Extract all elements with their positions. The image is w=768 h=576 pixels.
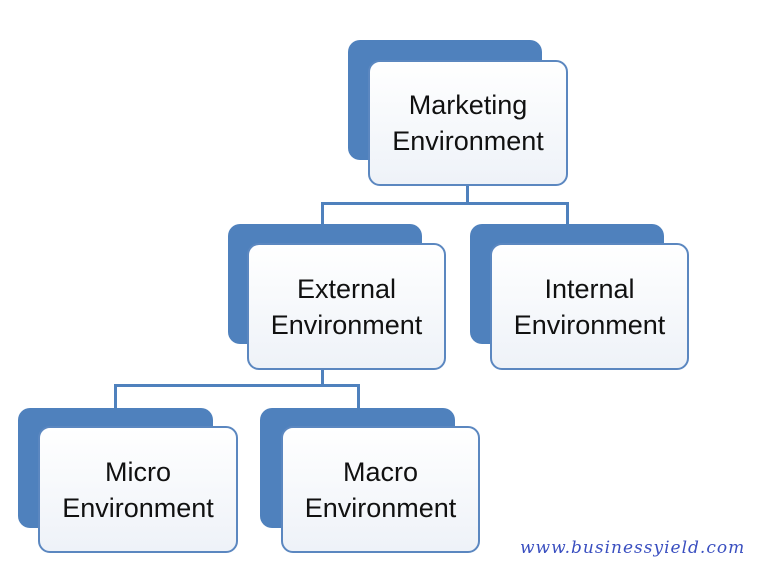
node-label: Marketing Environment xyxy=(392,90,544,156)
connector xyxy=(357,384,360,409)
connector xyxy=(566,202,569,244)
connector xyxy=(321,202,324,226)
node-micro-environment: Micro Environment xyxy=(38,426,238,553)
node-marketing-environment: Marketing Environment xyxy=(368,60,568,186)
node-label: Internal Environment xyxy=(513,273,666,340)
node-label: Macro Environment xyxy=(304,456,457,523)
connector xyxy=(466,185,469,204)
connector xyxy=(114,384,117,409)
node-label: Micro Environment xyxy=(62,456,214,523)
node-external-environment: External Environment xyxy=(247,243,446,370)
node-macro-environment: Macro Environment xyxy=(281,426,480,553)
node-internal-environment: Internal Environment xyxy=(490,243,689,370)
connector xyxy=(114,384,360,387)
connector xyxy=(321,368,324,386)
node-label: External Environment xyxy=(270,273,423,340)
connector xyxy=(321,202,569,205)
watermark: www.businessyield.com xyxy=(520,538,746,558)
